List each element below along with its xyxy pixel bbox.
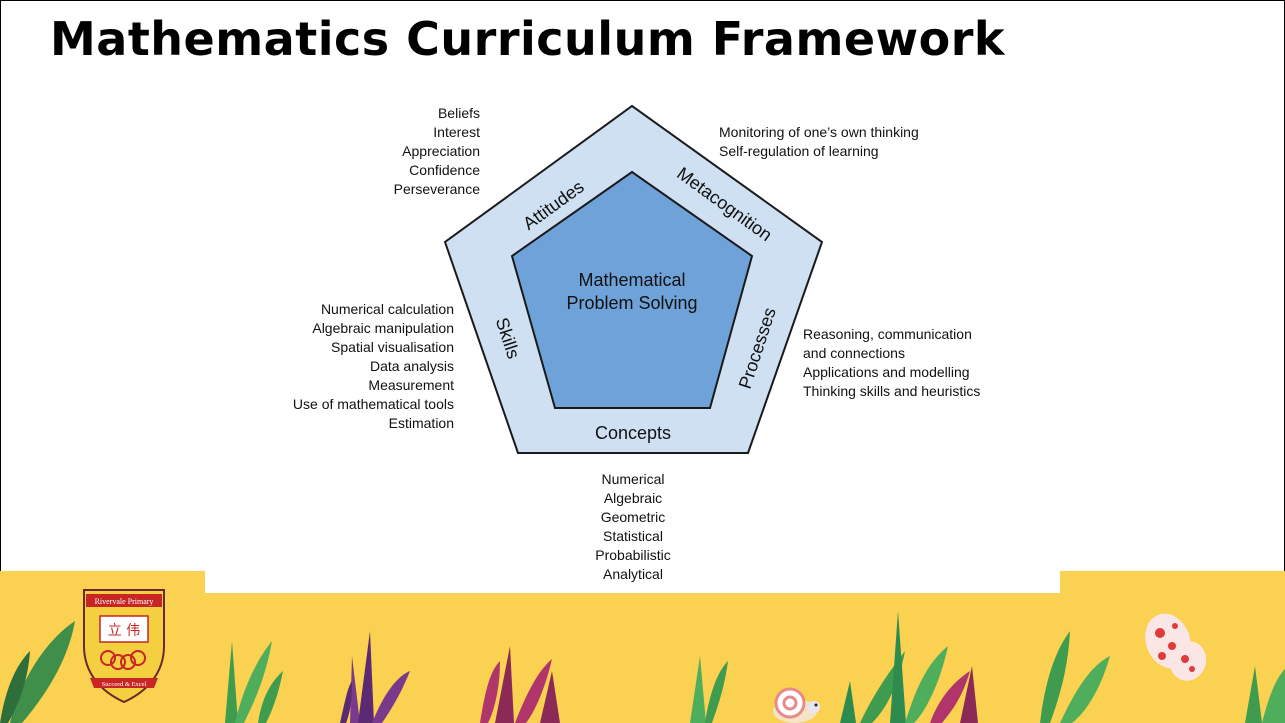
list-item: Applications and modelling: [803, 364, 970, 380]
plant-cluster-2: [340, 631, 410, 723]
plant-cluster-1: [225, 641, 283, 723]
list-item: Measurement: [368, 377, 454, 393]
leaf-illustration: [10, 621, 75, 723]
list-item: Interest: [433, 124, 480, 140]
concepts-list: Numerical Algebraic Geometric Statistica…: [560, 470, 706, 584]
list-item: Perseverance: [393, 181, 480, 197]
list-item: Data analysis: [369, 358, 454, 374]
footer-plants-illustration: [0, 611, 1285, 723]
school-logo-motto: Succeed & Excel: [102, 681, 147, 688]
plant-cluster-5: [840, 611, 948, 723]
leaf-illustration: [0, 651, 30, 723]
plant-cluster-6: [930, 666, 978, 723]
list-item: Statistical: [603, 528, 663, 544]
diagram-card-bottom: [205, 571, 1060, 593]
school-logo-name: Rivervale Primary: [95, 597, 154, 606]
slide-title: Mathematics Curriculum Framework: [50, 12, 1005, 66]
center-label-line2: Problem Solving: [566, 293, 697, 313]
list-item: Numerical: [601, 471, 665, 487]
plant-cluster-4: [690, 656, 728, 723]
list-item: Analytical: [603, 566, 663, 582]
list-item: Confidence: [409, 162, 480, 178]
list-item: Estimation: [388, 415, 454, 431]
plant-cluster-3: [480, 646, 560, 723]
list-item: Appreciation: [402, 143, 480, 159]
school-logo-chars: 立 伟: [108, 623, 140, 639]
list-item: Use of mathematical tools: [292, 396, 454, 412]
component-label-concepts: Concepts: [595, 423, 671, 443]
list-item: Monitoring of one’s own thinking: [719, 124, 919, 140]
list-item: Beliefs: [437, 105, 480, 121]
processes-list: Reasoning, communication and connections…: [803, 325, 980, 401]
center-label-line1: Mathematical: [578, 270, 685, 290]
list-item: Self-regulation of learning: [719, 143, 879, 159]
inner-pentagon: [510, 170, 754, 409]
list-item: and connections: [803, 345, 905, 361]
list-item: Geometric: [600, 509, 666, 525]
attitudes-list: Beliefs Interest Appreciation Confidence…: [394, 104, 480, 199]
list-item: Algebraic: [603, 490, 663, 506]
list-item: Reasoning, communication: [803, 326, 972, 342]
list-item: Thinking skills and heuristics: [803, 383, 981, 399]
list-item: Probabilistic: [595, 547, 671, 563]
footer-band: Rivervale Primary 立 伟 Succeed & Excel: [0, 571, 1285, 723]
school-logo: Rivervale Primary 立 伟 Succeed & Excel: [83, 589, 165, 704]
list-item: Numerical calculation: [320, 301, 454, 317]
metacognition-list: Monitoring of one’s own thinking Self-re…: [719, 123, 919, 161]
plant-cluster-8: [1245, 666, 1285, 723]
list-item: Algebraic manipulation: [312, 320, 454, 336]
framework-pentagon-diagram: Mathematical Problem Solving Attitudes M…: [443, 104, 824, 454]
butterfly-illustration: [1145, 613, 1207, 681]
skills-list: Numerical calculation Algebraic manipula…: [293, 300, 454, 433]
plant-cluster-7: [1040, 631, 1110, 723]
list-item: Spatial visualisation: [331, 339, 454, 355]
snail-illustration: [773, 687, 820, 723]
